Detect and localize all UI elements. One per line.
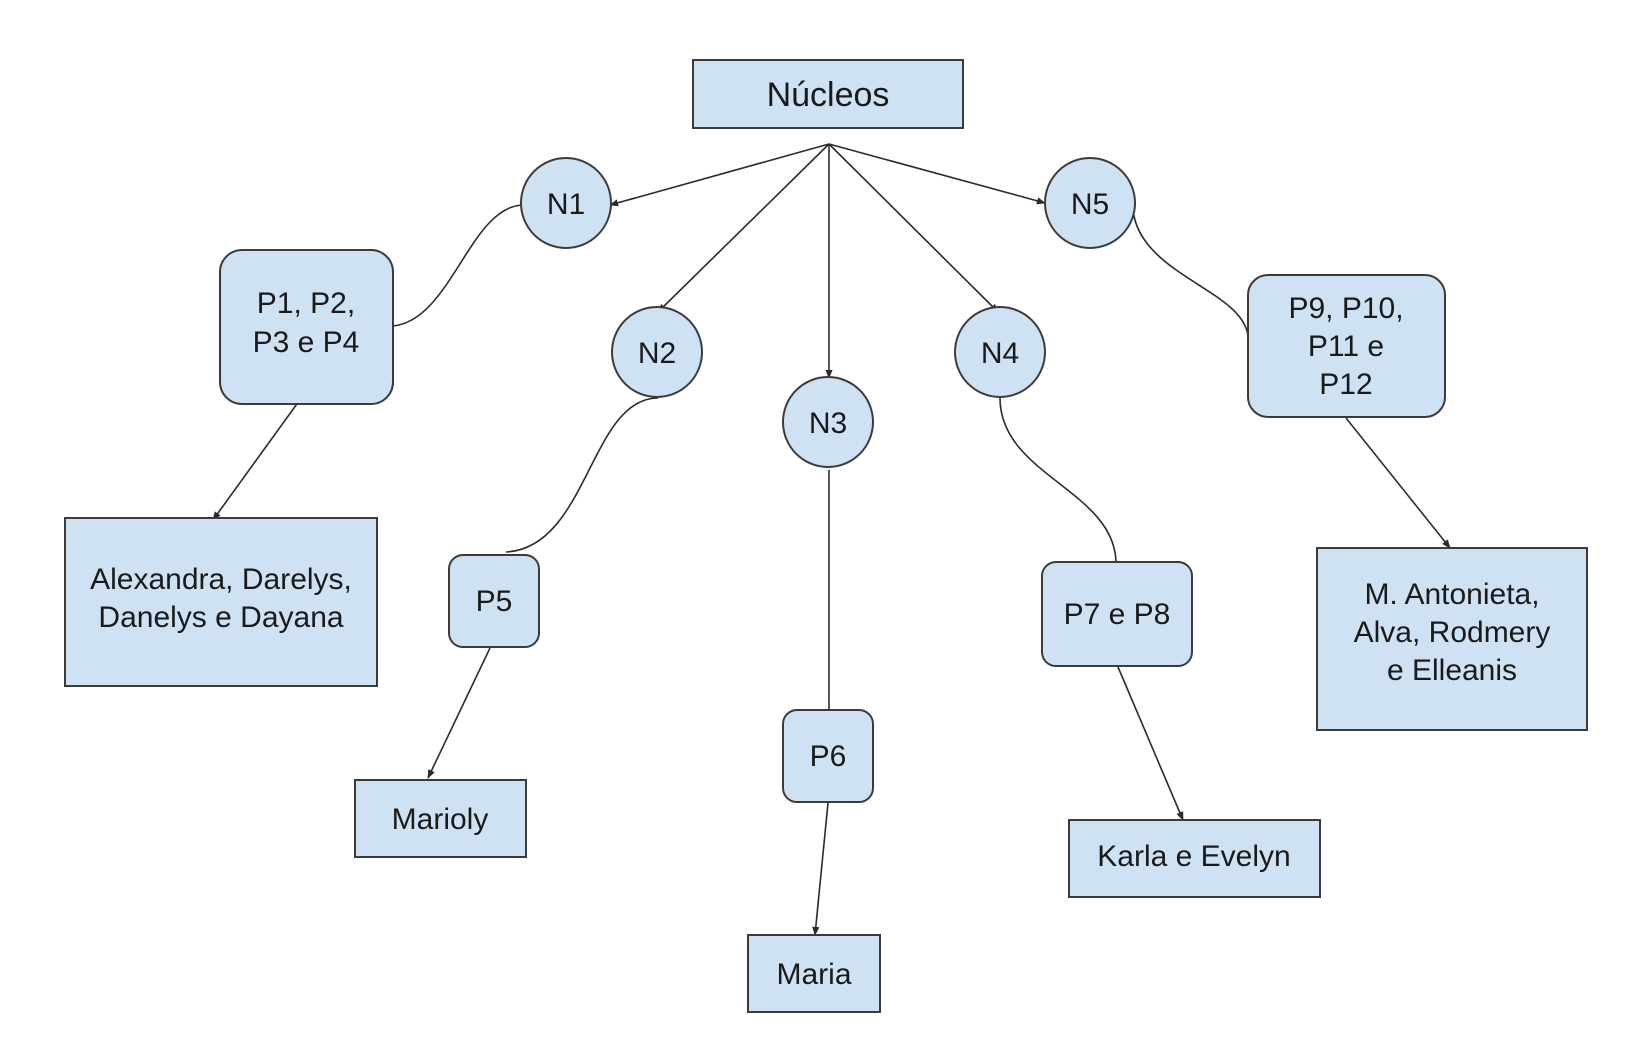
edge-n2-groups	[505, 397, 659, 553]
edge-n1-groups	[392, 204, 525, 327]
people-line: e Elleanis	[1387, 654, 1517, 687]
people-box-n1: Alexandra, Darelys, Danelys e Dayana	[64, 517, 378, 687]
nucleus-group-edges	[392, 204, 1249, 710]
groups-line: P11 e	[1308, 330, 1384, 363]
people-box-n3: Maria	[747, 934, 881, 1013]
groups-line: P9, P10,	[1288, 292, 1403, 325]
edge-n4-groups	[999, 397, 1117, 563]
nucleus-circle-n4: N4	[954, 306, 1046, 398]
root-edges	[609, 143, 1046, 379]
root-node: Núcleos	[692, 59, 964, 129]
nucleus-label: N4	[981, 337, 1019, 370]
groups-box-n4: P7 e P8	[1041, 561, 1193, 667]
nucleus-circle-n3: N3	[782, 376, 874, 468]
nucleus-circle-n1: N1	[520, 157, 612, 249]
groups-box-n2: P5	[448, 554, 540, 648]
people-box-n4: Karla e Evelyn	[1068, 819, 1321, 898]
people-line: Danelys e Dayana	[98, 601, 343, 634]
root-label: Núcleos	[767, 76, 890, 114]
people-box-n2: Marioly	[354, 779, 527, 858]
people-line: Karla e Evelyn	[1097, 840, 1290, 873]
groups-box-n5: P9, P10, P11 e P12	[1247, 274, 1446, 418]
edge-root-n1	[609, 143, 830, 207]
nucleus-label: N5	[1071, 188, 1109, 221]
nucleus-label: N2	[638, 337, 676, 370]
groups-line: P7 e P8	[1064, 598, 1171, 631]
edge-root-n2	[657, 143, 830, 313]
groups-line: P1, P2,	[257, 287, 355, 320]
nucleus-label: N3	[809, 407, 847, 440]
people-line: Alexandra, Darelys,	[90, 563, 352, 596]
edge-groups2-people2	[427, 647, 491, 779]
people-line: Alva, Rodmery	[1354, 616, 1551, 649]
nucleus-circle-n2: N2	[611, 306, 703, 398]
groups-line: P3 e P4	[253, 326, 360, 359]
group-people-edges	[212, 389, 1451, 936]
edge-groups1-people1	[212, 389, 308, 521]
groups-box-n3: P6	[782, 709, 874, 803]
edge-groups3-people3	[812, 802, 829, 936]
nucleus-label: N1	[547, 188, 585, 221]
edge-root-n4	[828, 143, 999, 313]
groups-line: P12	[1319, 368, 1372, 401]
edge-n5-groups	[1132, 209, 1249, 337]
groups-line: P6	[810, 740, 847, 773]
people-box-n5: M. Antonieta, Alva, Rodmery e Elleanis	[1316, 547, 1588, 731]
people-line: Marioly	[392, 803, 489, 836]
nucleus-circle-n5: N5	[1044, 157, 1136, 249]
groups-line: P5	[476, 585, 513, 618]
people-line: Maria	[776, 958, 851, 991]
edge-groups5-people5	[1345, 417, 1451, 549]
edge-groups4-people4	[1117, 666, 1184, 821]
people-line: M. Antonieta,	[1364, 578, 1539, 611]
edge-root-n5	[828, 143, 1046, 205]
groups-box-n1: P1, P2, P3 e P4	[219, 249, 394, 405]
